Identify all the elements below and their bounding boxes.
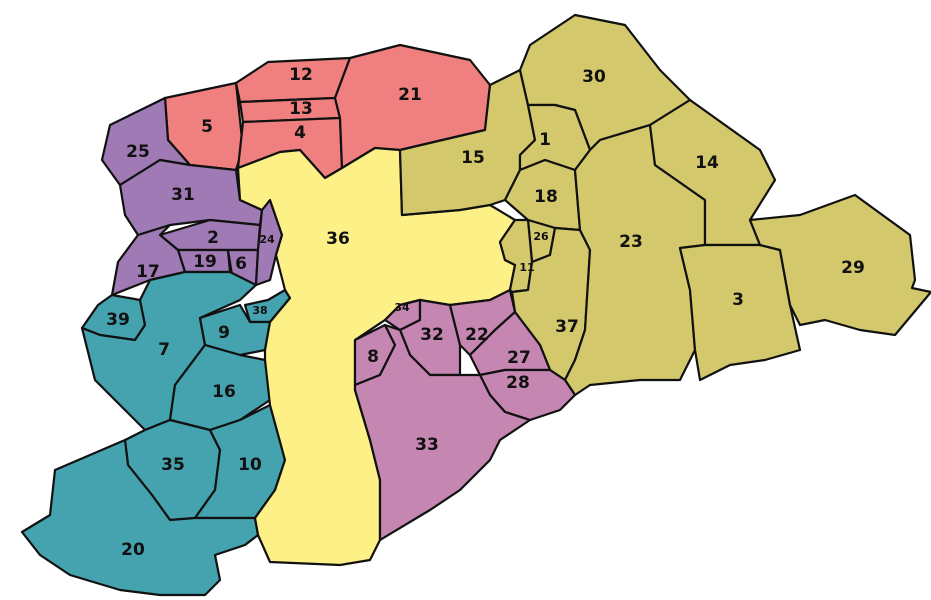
region-label-19: 19 <box>193 252 217 272</box>
region-label-8: 8 <box>367 347 379 367</box>
region-3[interactable] <box>678 243 802 382</box>
region-label-10: 10 <box>238 455 262 475</box>
region-label-29: 29 <box>841 258 865 278</box>
region-label-39: 39 <box>106 310 130 330</box>
region-33[interactable] <box>353 323 532 542</box>
region-label-17: 17 <box>136 262 160 282</box>
region-label-3: 3 <box>732 290 744 310</box>
region-7[interactable] <box>80 270 258 432</box>
region-label-26: 26 <box>533 230 549 243</box>
region-label-1: 1 <box>539 130 551 150</box>
region-label-9: 9 <box>218 323 230 343</box>
region-label-21: 21 <box>398 85 422 105</box>
region-label-14: 14 <box>695 153 719 173</box>
region-label-31: 31 <box>171 185 195 205</box>
region-label-16: 16 <box>212 382 236 402</box>
region-label-24: 24 <box>259 233 275 246</box>
region-29[interactable] <box>748 193 931 337</box>
region-label-18: 18 <box>534 187 558 207</box>
region-label-2: 2 <box>207 228 219 248</box>
region-label-7: 7 <box>158 340 170 360</box>
region-label-12: 12 <box>289 65 313 85</box>
region-label-33: 33 <box>415 435 439 455</box>
region-label-34: 34 <box>394 301 410 314</box>
region-label-20: 20 <box>121 540 145 560</box>
region-label-23: 23 <box>619 232 643 252</box>
region-label-6: 6 <box>235 254 247 274</box>
region-label-11: 11 <box>519 261 534 274</box>
region-label-5: 5 <box>201 117 213 137</box>
region-label-13: 13 <box>289 99 313 119</box>
region-label-22: 22 <box>465 325 489 345</box>
region-label-35: 35 <box>161 455 185 475</box>
region-label-30: 30 <box>582 67 606 87</box>
region-20[interactable] <box>20 438 260 597</box>
region-label-38: 38 <box>252 304 267 317</box>
region-label-37: 37 <box>555 317 579 337</box>
region-label-4: 4 <box>294 123 306 143</box>
region-label-25: 25 <box>126 142 150 162</box>
region-label-28: 28 <box>506 373 530 393</box>
region-label-36: 36 <box>326 229 350 249</box>
region-label-15: 15 <box>461 148 485 168</box>
region-label-32: 32 <box>420 325 444 345</box>
region-label-27: 27 <box>507 348 531 368</box>
